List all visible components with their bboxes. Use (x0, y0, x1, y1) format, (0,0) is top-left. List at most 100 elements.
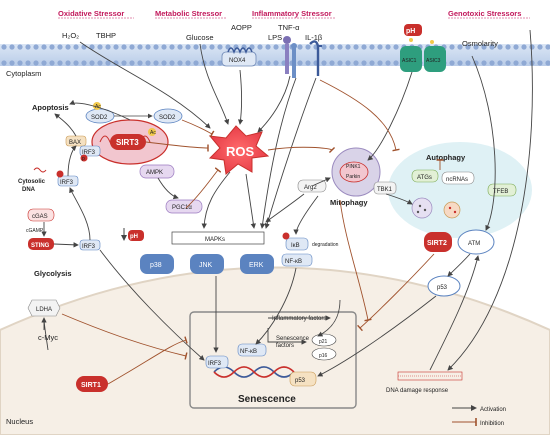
membrane-lipid (137, 44, 143, 50)
activation-arrows (44, 29, 533, 377)
membrane-lipid (305, 44, 311, 50)
svg-text:BAX: BAX (69, 140, 81, 146)
inhibition-arrows (61, 79, 444, 385)
membrane-lipid (273, 60, 279, 66)
membrane-lipid (513, 44, 519, 50)
inflammatory-stressor-label: Inflammatory Stressor (252, 9, 332, 18)
membrane-lipid (377, 60, 383, 66)
svg-text:pH: pH (130, 234, 138, 240)
aopp-label: AOPP (231, 23, 252, 32)
membrane-lipid (145, 44, 151, 50)
cgamp-label: cGAMP (26, 228, 44, 234)
membrane-lipid (353, 44, 359, 50)
membrane-lipid (17, 60, 23, 66)
ampk-node: AMPK (139, 164, 175, 179)
svg-text:IκB: IκB (291, 243, 300, 249)
membrane-lipid (209, 44, 215, 50)
cell-membrane: Cytoplasm (0, 44, 550, 78)
svg-text:SOD2: SOD2 (91, 115, 108, 121)
membrane-lipid (377, 44, 383, 50)
sirt2-node: SIRT2 (424, 232, 452, 252)
ldha-node: LDHA (27, 299, 61, 317)
membrane-lipid (129, 60, 135, 66)
membrane-lipid (385, 60, 391, 66)
asic1-label: ASIC1 (402, 58, 417, 64)
ac-badge: Ac (150, 130, 156, 136)
apoptosis-label: Apoptosis (32, 103, 69, 112)
sod2-right-node: SOD2 (153, 108, 183, 124)
membrane-lipid (497, 44, 503, 50)
cytosolic-dna-label-1: Cytosolic (18, 179, 46, 185)
membrane-lipid (465, 44, 471, 50)
svg-text:JNK: JNK (199, 262, 213, 269)
ph-top-badge: pH (404, 24, 422, 36)
ikb-node: IκB (282, 232, 309, 251)
membrane-lipid (1, 60, 7, 66)
atm-node: ATM (457, 229, 495, 255)
svg-text:p53: p53 (437, 285, 448, 291)
glycolysis-label: Glycolysis (34, 269, 72, 278)
membrane-lipid (193, 60, 199, 66)
irf3-node-low: IRF3 (79, 239, 101, 251)
svg-text:p: p (82, 156, 85, 162)
dna-damage-label: DNA damage response (386, 388, 449, 394)
h2o2-label: H₂O₂ (62, 31, 79, 40)
membrane-lipid (185, 44, 191, 50)
membrane-lipid (337, 60, 343, 66)
membrane-lipid (449, 44, 455, 50)
degradation-label: degradation (312, 242, 339, 248)
nox4-receptor: NOX4 (221, 47, 257, 67)
membrane-lipid (17, 44, 23, 50)
ph-inner-badge: pH (121, 228, 144, 241)
membrane-lipid (25, 60, 31, 66)
nucleus: Nucleus (0, 266, 550, 436)
membrane-lipid (65, 60, 71, 66)
membrane-lipid (97, 44, 103, 50)
membrane-lipid (345, 44, 351, 50)
svg-text:ROS: ROS (226, 144, 255, 159)
membrane-lipid (369, 44, 375, 50)
membrane-lipid (473, 44, 479, 50)
membrane-lipid (89, 44, 95, 50)
membrane-lipid (321, 60, 327, 66)
pgc1a-node: PGC1α (165, 199, 203, 214)
svg-text:AMPK: AMPK (146, 170, 163, 176)
dna-damage-response: DNA damage response (386, 371, 463, 394)
membrane-lipid (9, 44, 15, 50)
membrane-lipid (81, 60, 87, 66)
svg-text:IRF3: IRF3 (60, 180, 74, 186)
oxidative-stressor-label: Oxidative Stressor (58, 9, 124, 18)
membrane-lipid (1, 44, 7, 50)
svg-text:Arg2: Arg2 (304, 185, 317, 191)
legend: Activation Inhibition (452, 405, 506, 427)
atgs-label: ATGs (417, 175, 432, 181)
membrane-lipid (161, 44, 167, 50)
membrane-lipid (121, 44, 127, 50)
cytoplasm-label: Cytoplasm (6, 69, 41, 78)
membrane-lipid (465, 60, 471, 66)
membrane-lipid (121, 60, 127, 66)
membrane-lipid (449, 60, 455, 66)
membrane-lipid (489, 44, 495, 50)
svg-text:IRF3: IRF3 (82, 244, 96, 250)
tbk1-node: TBK1 (373, 181, 397, 195)
membrane-lipid (169, 60, 175, 66)
membrane-lipid (33, 60, 39, 66)
genotoxic-stressor-label: Genotoxic Stressors (448, 9, 521, 18)
nucleus-label: Nucleus (6, 417, 33, 426)
membrane-lipid (321, 44, 327, 50)
svg-text:NOX4: NOX4 (229, 58, 246, 64)
svg-text:NF-κB: NF-κB (285, 259, 302, 265)
membrane-lipid (505, 44, 511, 50)
membrane-lipid (9, 60, 15, 66)
p53-cyto-node: p53 (427, 275, 461, 297)
membrane-lipid (305, 60, 311, 66)
sting-node: STING (28, 238, 54, 250)
mapks-group: MAPKs p38 JNK ERK (140, 231, 274, 274)
glucose-label: Glucose (186, 33, 214, 42)
p16-label: p16 (319, 353, 328, 359)
membrane-lipid (329, 60, 335, 66)
svg-text:Parkin: Parkin (346, 174, 360, 180)
membrane-lipid (369, 60, 375, 66)
